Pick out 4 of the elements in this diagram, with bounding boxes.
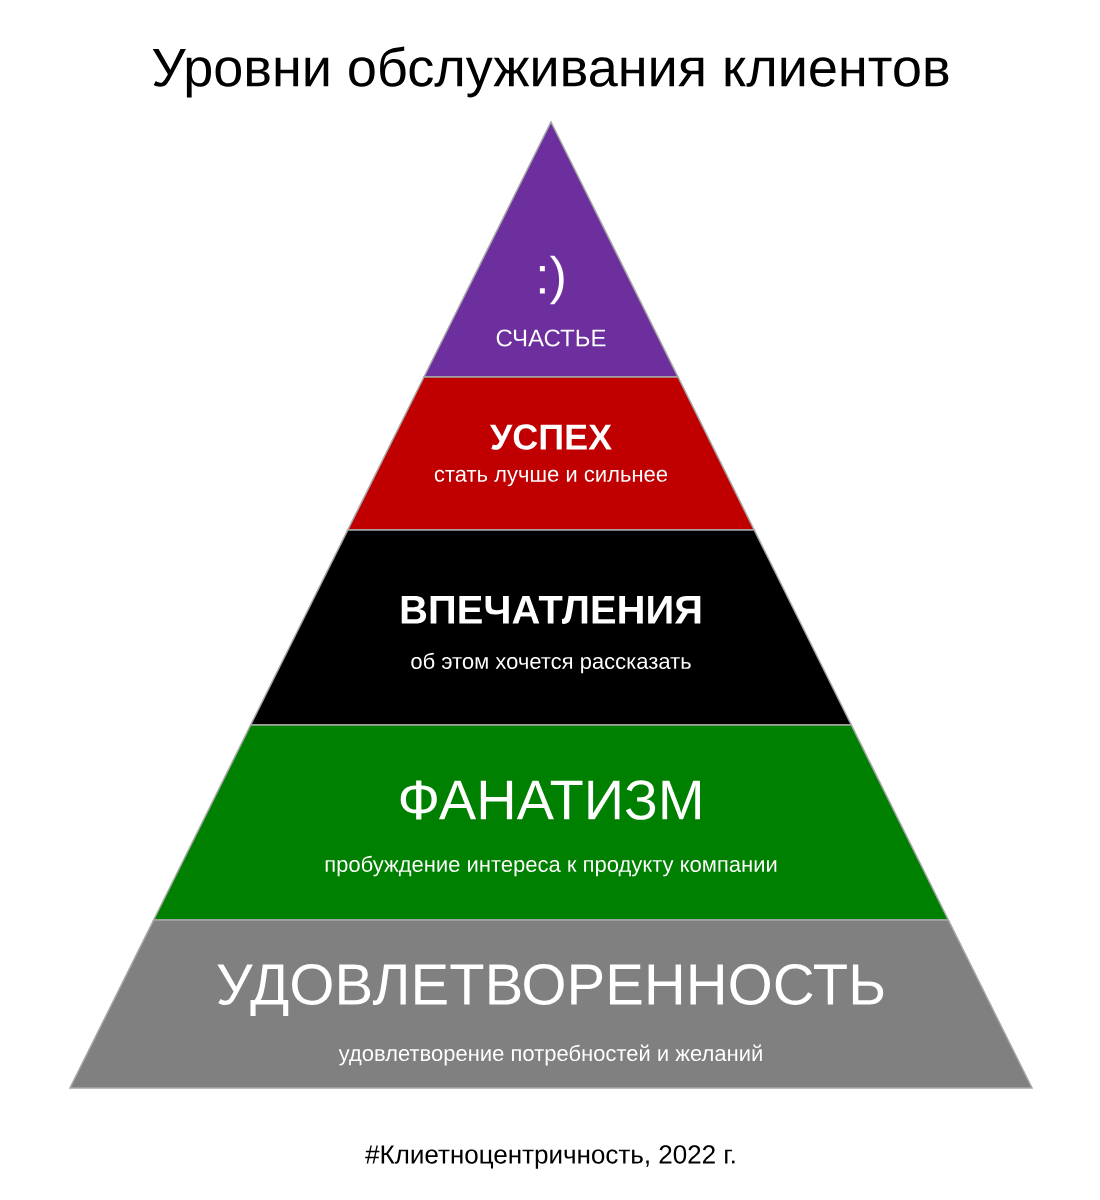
pyramid-level: ВПЕЧАТЛЕНИЯ об этом хочется рассказать: [249, 529, 853, 726]
title: Уровни обслуживания клиентов: [152, 46, 949, 98]
pyramid-level: ФАНАТИЗМ пробуждение интереса к продукту компании: [152, 724, 950, 921]
caption: #Клиетноцентричность, 2022 г.: [365, 1145, 735, 1169]
